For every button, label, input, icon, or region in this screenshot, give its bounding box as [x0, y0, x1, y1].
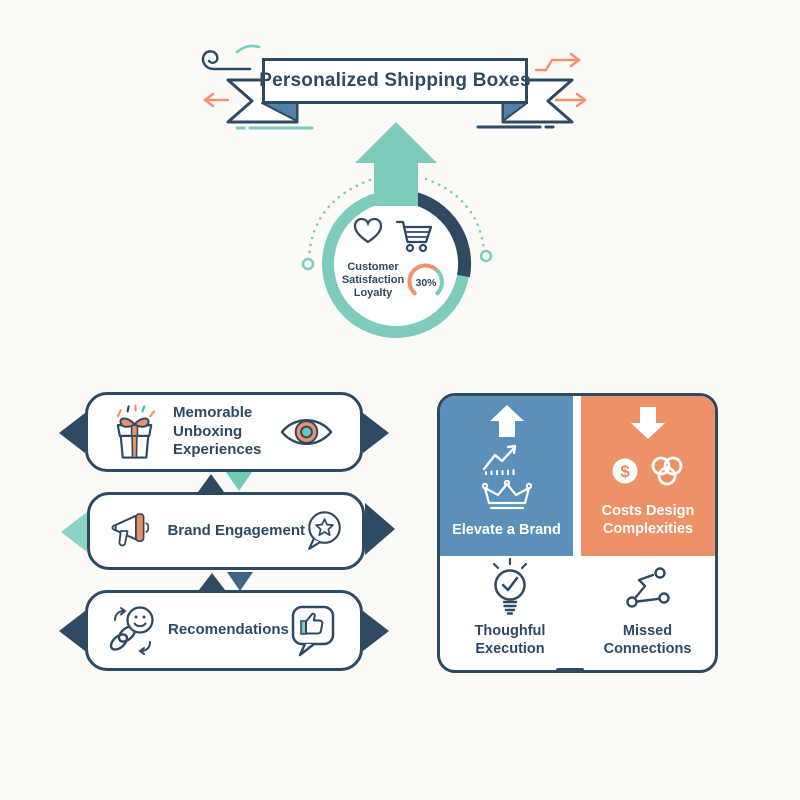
teal-swoosh-icon [235, 44, 261, 54]
up-arrow-icon [489, 405, 524, 437]
hub-label: Customer Satisfaction Loyalty [341, 261, 405, 300]
pill3-left-arrow-icon [59, 611, 85, 651]
arrow-right-icon [554, 92, 587, 108]
matrix-label: Missed Connections [603, 623, 692, 658]
dollar-symbol: $ [620, 462, 630, 481]
growth-chart-icon [482, 444, 516, 475]
eye-icon [280, 419, 333, 445]
down-arrow-icon [631, 407, 665, 439]
zigzag-arrow-icon [534, 52, 581, 72]
benefit-card-recommendations: Recomendations [85, 590, 363, 671]
big-up-arrow-icon [355, 122, 437, 206]
lightbulb-check-icon [492, 558, 528, 615]
referral-loop-icon [109, 605, 154, 655]
dollar-coin-icon: $ [612, 458, 638, 484]
knot-icon [651, 456, 683, 486]
shopping-cart-icon [395, 220, 433, 253]
crown-icon [481, 480, 532, 510]
pill2-left-arrow-icon [61, 512, 87, 552]
thumbs-up-bubble-icon [291, 605, 335, 656]
benefit-label: Recomendations [168, 621, 289, 639]
connector1-up-triangle [198, 474, 224, 492]
pill1-left-arrow-icon [59, 413, 85, 453]
pros-cons-matrix: Elevate a Brand $ Costs Desi [437, 393, 718, 673]
connector1-down-triangle [226, 472, 252, 491]
flow-triangles [59, 413, 395, 651]
star-speech-bubble-icon [308, 511, 341, 550]
matrix-cell-costs: $ Costs Design Complexities [581, 396, 715, 556]
gauge-icon [407, 263, 444, 296]
matrix-bottom-dash [556, 668, 584, 672]
pill3-right-arrow-icon [363, 611, 389, 651]
dotted-arc-right [424, 177, 486, 252]
heart-icon [353, 217, 383, 244]
pill1-right-arrow-icon [363, 413, 389, 453]
megaphone-icon [111, 513, 150, 547]
matrix-label: Elevate a Brand [452, 522, 561, 538]
benefit-label: Brand Engagement [167, 521, 305, 539]
matrix-cell-elevate-brand: Elevate a Brand [440, 396, 573, 556]
matrix-cell-execution: Thoughful Execution [440, 556, 580, 670]
curl-icon [201, 50, 252, 71]
title-banner: Personalized Shipping Boxes [259, 58, 531, 104]
dot-endpoint-left [301, 257, 315, 271]
gauge-value: 30% [415, 277, 437, 289]
matrix-label: Costs Design Complexities [601, 503, 695, 538]
dot-endpoint-right [479, 249, 493, 263]
arrow-left-icon [203, 92, 230, 108]
benefit-card-unboxing: Memorable Unboxing Experiences [85, 392, 363, 472]
benefit-label: Memorable Unboxing Experiences [173, 403, 262, 459]
gift-box-icon [116, 404, 156, 459]
broken-connection-icon [625, 567, 670, 608]
page-title: Personalized Shipping Boxes [259, 70, 531, 91]
matrix-label: Thoughful Execution [474, 623, 546, 658]
matrix-cell-missed: Missed Connections [580, 556, 715, 670]
connector2-up-triangle [199, 573, 225, 590]
header-decorations [201, 44, 587, 130]
benefit-card-engagement: Brand Engagement [87, 492, 365, 570]
pill2-right-arrow-icon [365, 503, 395, 555]
connector2-down-triangle [227, 572, 253, 591]
